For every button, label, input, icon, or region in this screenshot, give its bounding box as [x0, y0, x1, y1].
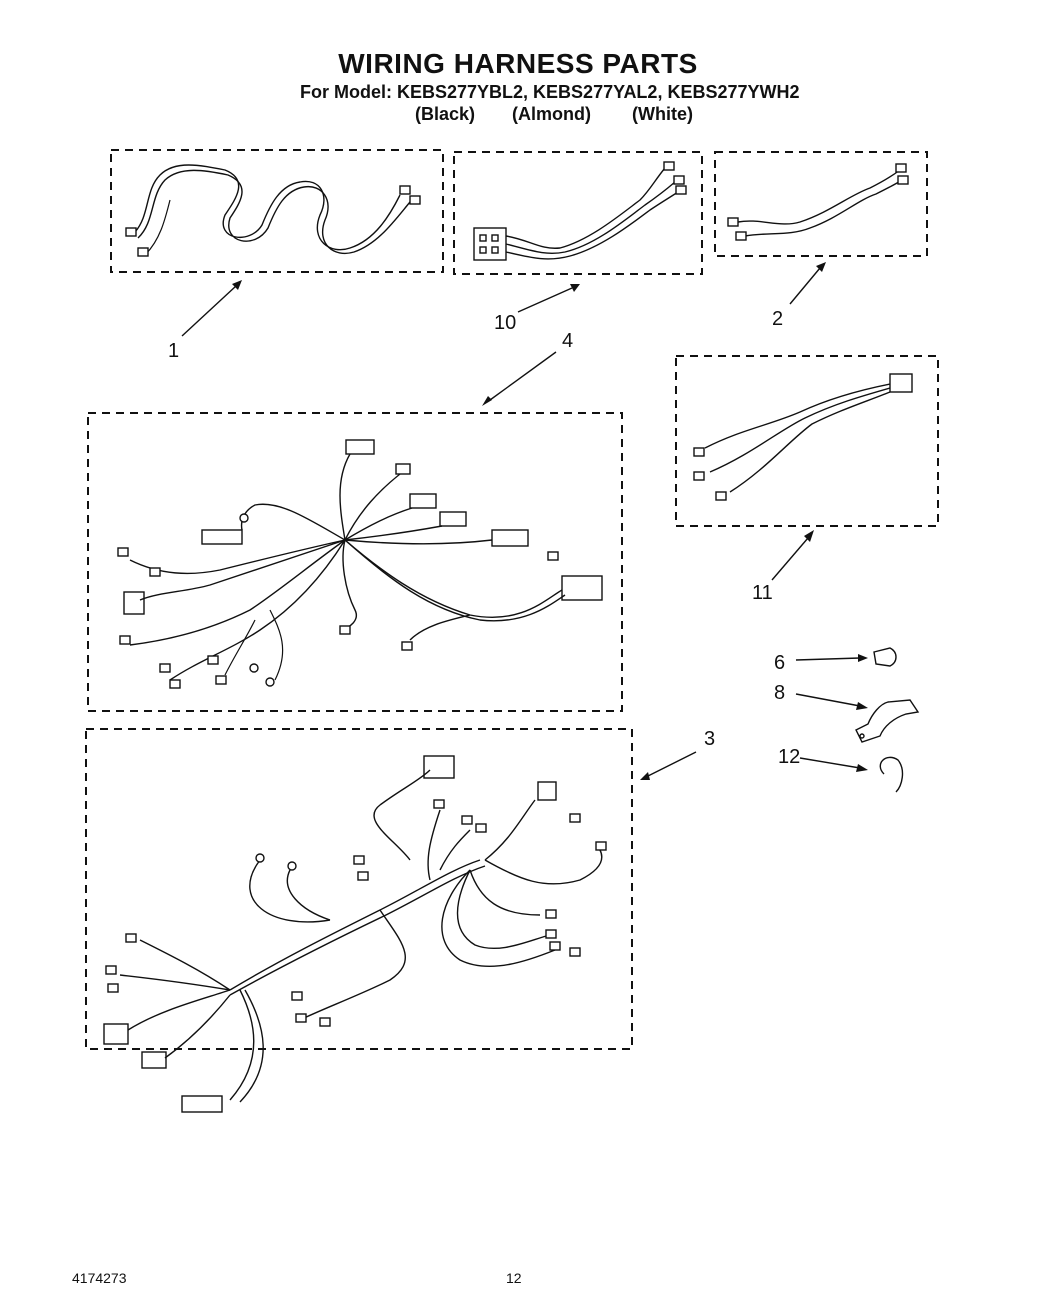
color-black-label: (Black) — [415, 104, 476, 124]
callout-3: 3 — [704, 728, 716, 750]
callout-arrows — [181, 262, 868, 780]
color-white-label: (White) — [632, 104, 693, 124]
bracket-part-8 — [855, 699, 920, 743]
part-2-box — [714, 151, 928, 257]
ring-part-12 — [879, 756, 904, 793]
harness-part-11 — [693, 373, 913, 501]
part-10-box — [453, 151, 703, 275]
callout-4: 4 — [562, 330, 574, 352]
callout-12: 12 — [778, 746, 801, 768]
callout-6: 6 — [774, 652, 786, 674]
part-11-box — [675, 355, 939, 527]
callout-8: 8 — [774, 682, 786, 704]
callout-1: 1 — [168, 340, 180, 362]
page-title: WIRING HARNESS PARTS — [338, 48, 698, 79]
clip-part-6 — [873, 647, 897, 667]
color-almond-label: (Almond) — [512, 104, 591, 124]
callout-10: 10 — [494, 312, 517, 334]
callout-2: 2 — [772, 308, 784, 330]
part-3-box — [85, 728, 633, 1050]
part-4-box — [87, 412, 623, 712]
page-number: 12 — [506, 1270, 522, 1286]
model-line: For Model: KEBS277YBL2, KEBS277YAL2, KEB… — [300, 82, 800, 102]
harness-part-3 — [103, 755, 607, 1113]
harness-part-10 — [473, 161, 687, 261]
doc-number: 4174273 — [72, 1270, 127, 1286]
callout-11: 11 — [752, 582, 773, 604]
harness-part-4 — [117, 439, 603, 689]
harness-part-1 — [125, 164, 421, 257]
part-1-box — [110, 149, 444, 273]
harness-part-2 — [727, 163, 909, 241]
